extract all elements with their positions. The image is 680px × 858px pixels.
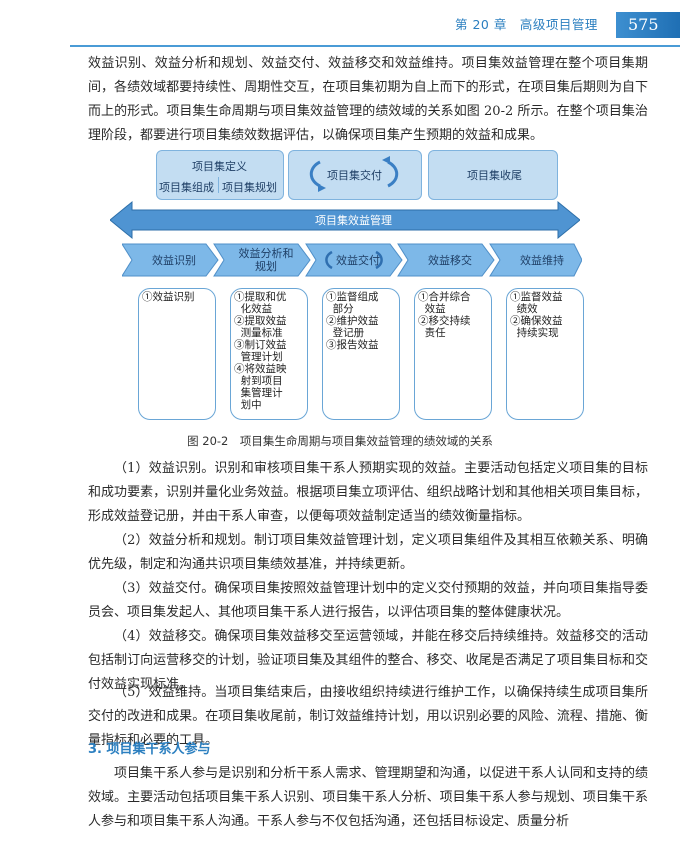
detail-box-analysis: [230, 288, 308, 420]
definition-box: [156, 150, 284, 200]
detail-text-delivery: ①监督组成 部分 ②维护效益 登记册 ③报告效益: [326, 291, 379, 351]
definition-label: 项目集定义: [192, 160, 247, 173]
definition-divider: [218, 177, 219, 193]
figure-caption: 图 20-2 项目集生命周期与项目集效益管理的绩效域的关系: [187, 434, 493, 448]
header-rule: [70, 45, 680, 47]
closing-label: 项目集收尾: [467, 169, 522, 182]
stage-chevrons: [122, 243, 582, 277]
benefits-management-label: 项目集效益管理: [315, 214, 392, 227]
item-benefit-sustainment: （5）效益维持。当项目集结束后，由接收组织持续进行维护工作，以确保持续生成项目集…: [88, 685, 648, 748]
detail-box-transition: [414, 288, 492, 420]
closing-box: [428, 150, 558, 200]
figure-20-2: 项目集定义 项目集组成 项目集规划 项目集交付 项目集收尾 项目集效益管理 效益…: [110, 150, 584, 430]
page-number-tab: 575: [616, 12, 680, 38]
detail-text-transition: ①合并综合 效益 ②移交持续 责任: [418, 291, 471, 339]
delivery-label: 项目集交付: [327, 169, 382, 182]
stage-label-analysis: 效益分析和 规划: [238, 247, 294, 273]
benefits-management-arrow: [110, 200, 580, 240]
section-heading: 3. 项目集干系人参与: [88, 742, 211, 757]
detail-text-analysis: ①提取和优 化效益 ②提取效益 测量标准 ③制订效益 管理计划 ④将效益映 射到…: [234, 291, 287, 411]
composition-label: 项目集组成: [159, 181, 214, 194]
item-benefit-identification: （1）效益识别。识别和审核项目集干系人预期实现的效益。主要活动包括定义项目集的目…: [88, 461, 648, 524]
stage-label-sustainment: 效益维持: [520, 254, 564, 267]
item-benefit-transition: （4）效益移交。确保项目集效益移交至运营领域，并能在移交后持续维持。效益移交的活…: [88, 629, 648, 692]
detail-text-sustainment: ①监督效益 绩效 ②确保效益 持续实现: [510, 291, 563, 339]
intro-paragraph: 效益识别、效益分析和规划、效益交付、效益移交和效益维持。项目集效益管理在整个项目…: [88, 56, 648, 143]
stage-label-identification: 效益识别: [152, 254, 196, 267]
chapter-title: 第 20 章 高级项目管理: [455, 17, 598, 32]
page-number: 575: [628, 15, 659, 34]
detail-box-identification: [138, 288, 216, 420]
detail-box-sustainment: [506, 288, 584, 420]
stage-label-delivery: 效益交付: [336, 254, 380, 267]
stage-label-transition: 效益移交: [428, 254, 472, 267]
detail-text-identification: ①效益识别: [142, 291, 195, 303]
delivery-cycle-icon: [309, 156, 399, 192]
planning-label: 项目集规划: [222, 181, 277, 194]
detail-box-delivery: [322, 288, 400, 420]
item-benefit-delivery: （3）效益交付。确保项目集按照效益管理计划中的定义交付预期的效益，并向项目集指导…: [88, 581, 648, 620]
section-paragraph: 项目集干系人参与是识别和分析干系人需求、管理期望和沟通，以促进干系人认同和支持的…: [88, 766, 648, 829]
item-benefit-analysis: （2）效益分析和规划。制订项目集效益管理计划，定义项目集组件及其相互依赖关系、明…: [88, 533, 648, 572]
